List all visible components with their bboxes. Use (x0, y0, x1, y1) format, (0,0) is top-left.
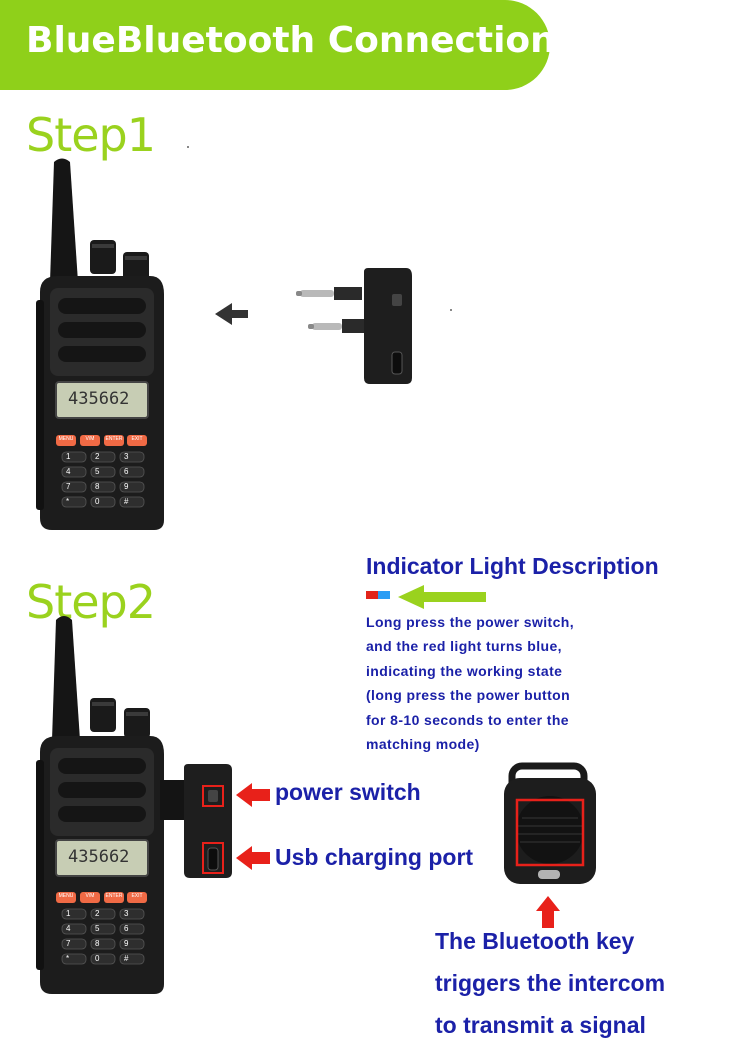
keypad-key-label: 9 (124, 482, 129, 491)
indicator-description-line: for 8-10 seconds to enter the (366, 711, 569, 728)
bluetooth-key-description: The Bluetooth key triggers the intercom … (435, 920, 665, 1046)
keypad-key-label: 2 (95, 909, 100, 918)
keypad-key-label: 6 (124, 924, 129, 933)
radio-display-text: 435662 (68, 847, 130, 867)
bluetooth-key-line: triggers the intercom (435, 970, 666, 996)
keypad-key-label: 5 (95, 924, 100, 933)
keypad-key-label: 1 (66, 452, 71, 461)
power-switch-label: power switch (275, 779, 421, 805)
function-key-label: V/M (85, 893, 95, 899)
keypad-key-label: 3 (124, 452, 129, 461)
keypad-key-label: * (66, 954, 70, 963)
function-key-label: MENU (58, 893, 74, 899)
indicator-description-line: matching mode) (366, 736, 480, 753)
stray-dot (187, 146, 189, 148)
keypad-key-label: 3 (124, 909, 129, 918)
keypad-key-label: * (66, 497, 70, 506)
indicator-description-line: (long press the power button (366, 687, 571, 704)
keypad-key-label: 7 (66, 482, 71, 491)
indicator-description: Long press the power switch, and the red… (366, 610, 666, 756)
indicator-description-line: Long press the power switch, (366, 614, 575, 630)
radio-display-text: 435662 (68, 389, 130, 409)
keypad-key-label: 6 (124, 467, 129, 476)
keypad-key-label: 2 (95, 452, 100, 461)
keypad-key-label: 0 (95, 497, 100, 506)
indicator-title: Indicator Light Description (366, 553, 659, 579)
keypad-key-label: # (124, 497, 129, 506)
function-key-label: EXIT (131, 893, 143, 899)
header-banner: BlueBluetooth Connection (0, 0, 556, 90)
function-key-label: V/M (85, 436, 95, 442)
keypad-key-label: 7 (66, 939, 71, 948)
function-key-label: ENTER (105, 893, 123, 899)
keypad-key-label: # (124, 954, 129, 963)
indicator-description-line: and the red light turns blue, (366, 638, 562, 655)
stray-dot (450, 309, 452, 311)
indicator-description-line: indicating the working state (366, 662, 563, 679)
bluetooth-key-line: to transmit a signal (435, 1012, 646, 1038)
page-title: BlueBluetooth Connection (26, 20, 556, 61)
keypad-key-label: 8 (95, 939, 100, 948)
keypad-key-label: 4 (66, 924, 71, 933)
step2-label: Step2 (26, 575, 156, 629)
function-key-label: ENTER (105, 436, 123, 442)
keypad-key-label: 8 (95, 482, 100, 491)
step1-label: Step1 (26, 108, 156, 162)
function-key-label: MENU (58, 436, 74, 442)
usb-port-label: Usb charging port (275, 844, 474, 870)
keypad-key-label: 5 (95, 467, 100, 476)
keypad-key-label: 1 (66, 909, 71, 918)
keypad-key-label: 0 (95, 954, 100, 963)
function-key-label: EXIT (131, 436, 143, 442)
keypad-key-label: 4 (66, 467, 71, 476)
keypad-key-label: 9 (124, 939, 129, 948)
bluetooth-key-line: The Bluetooth key (435, 928, 635, 954)
